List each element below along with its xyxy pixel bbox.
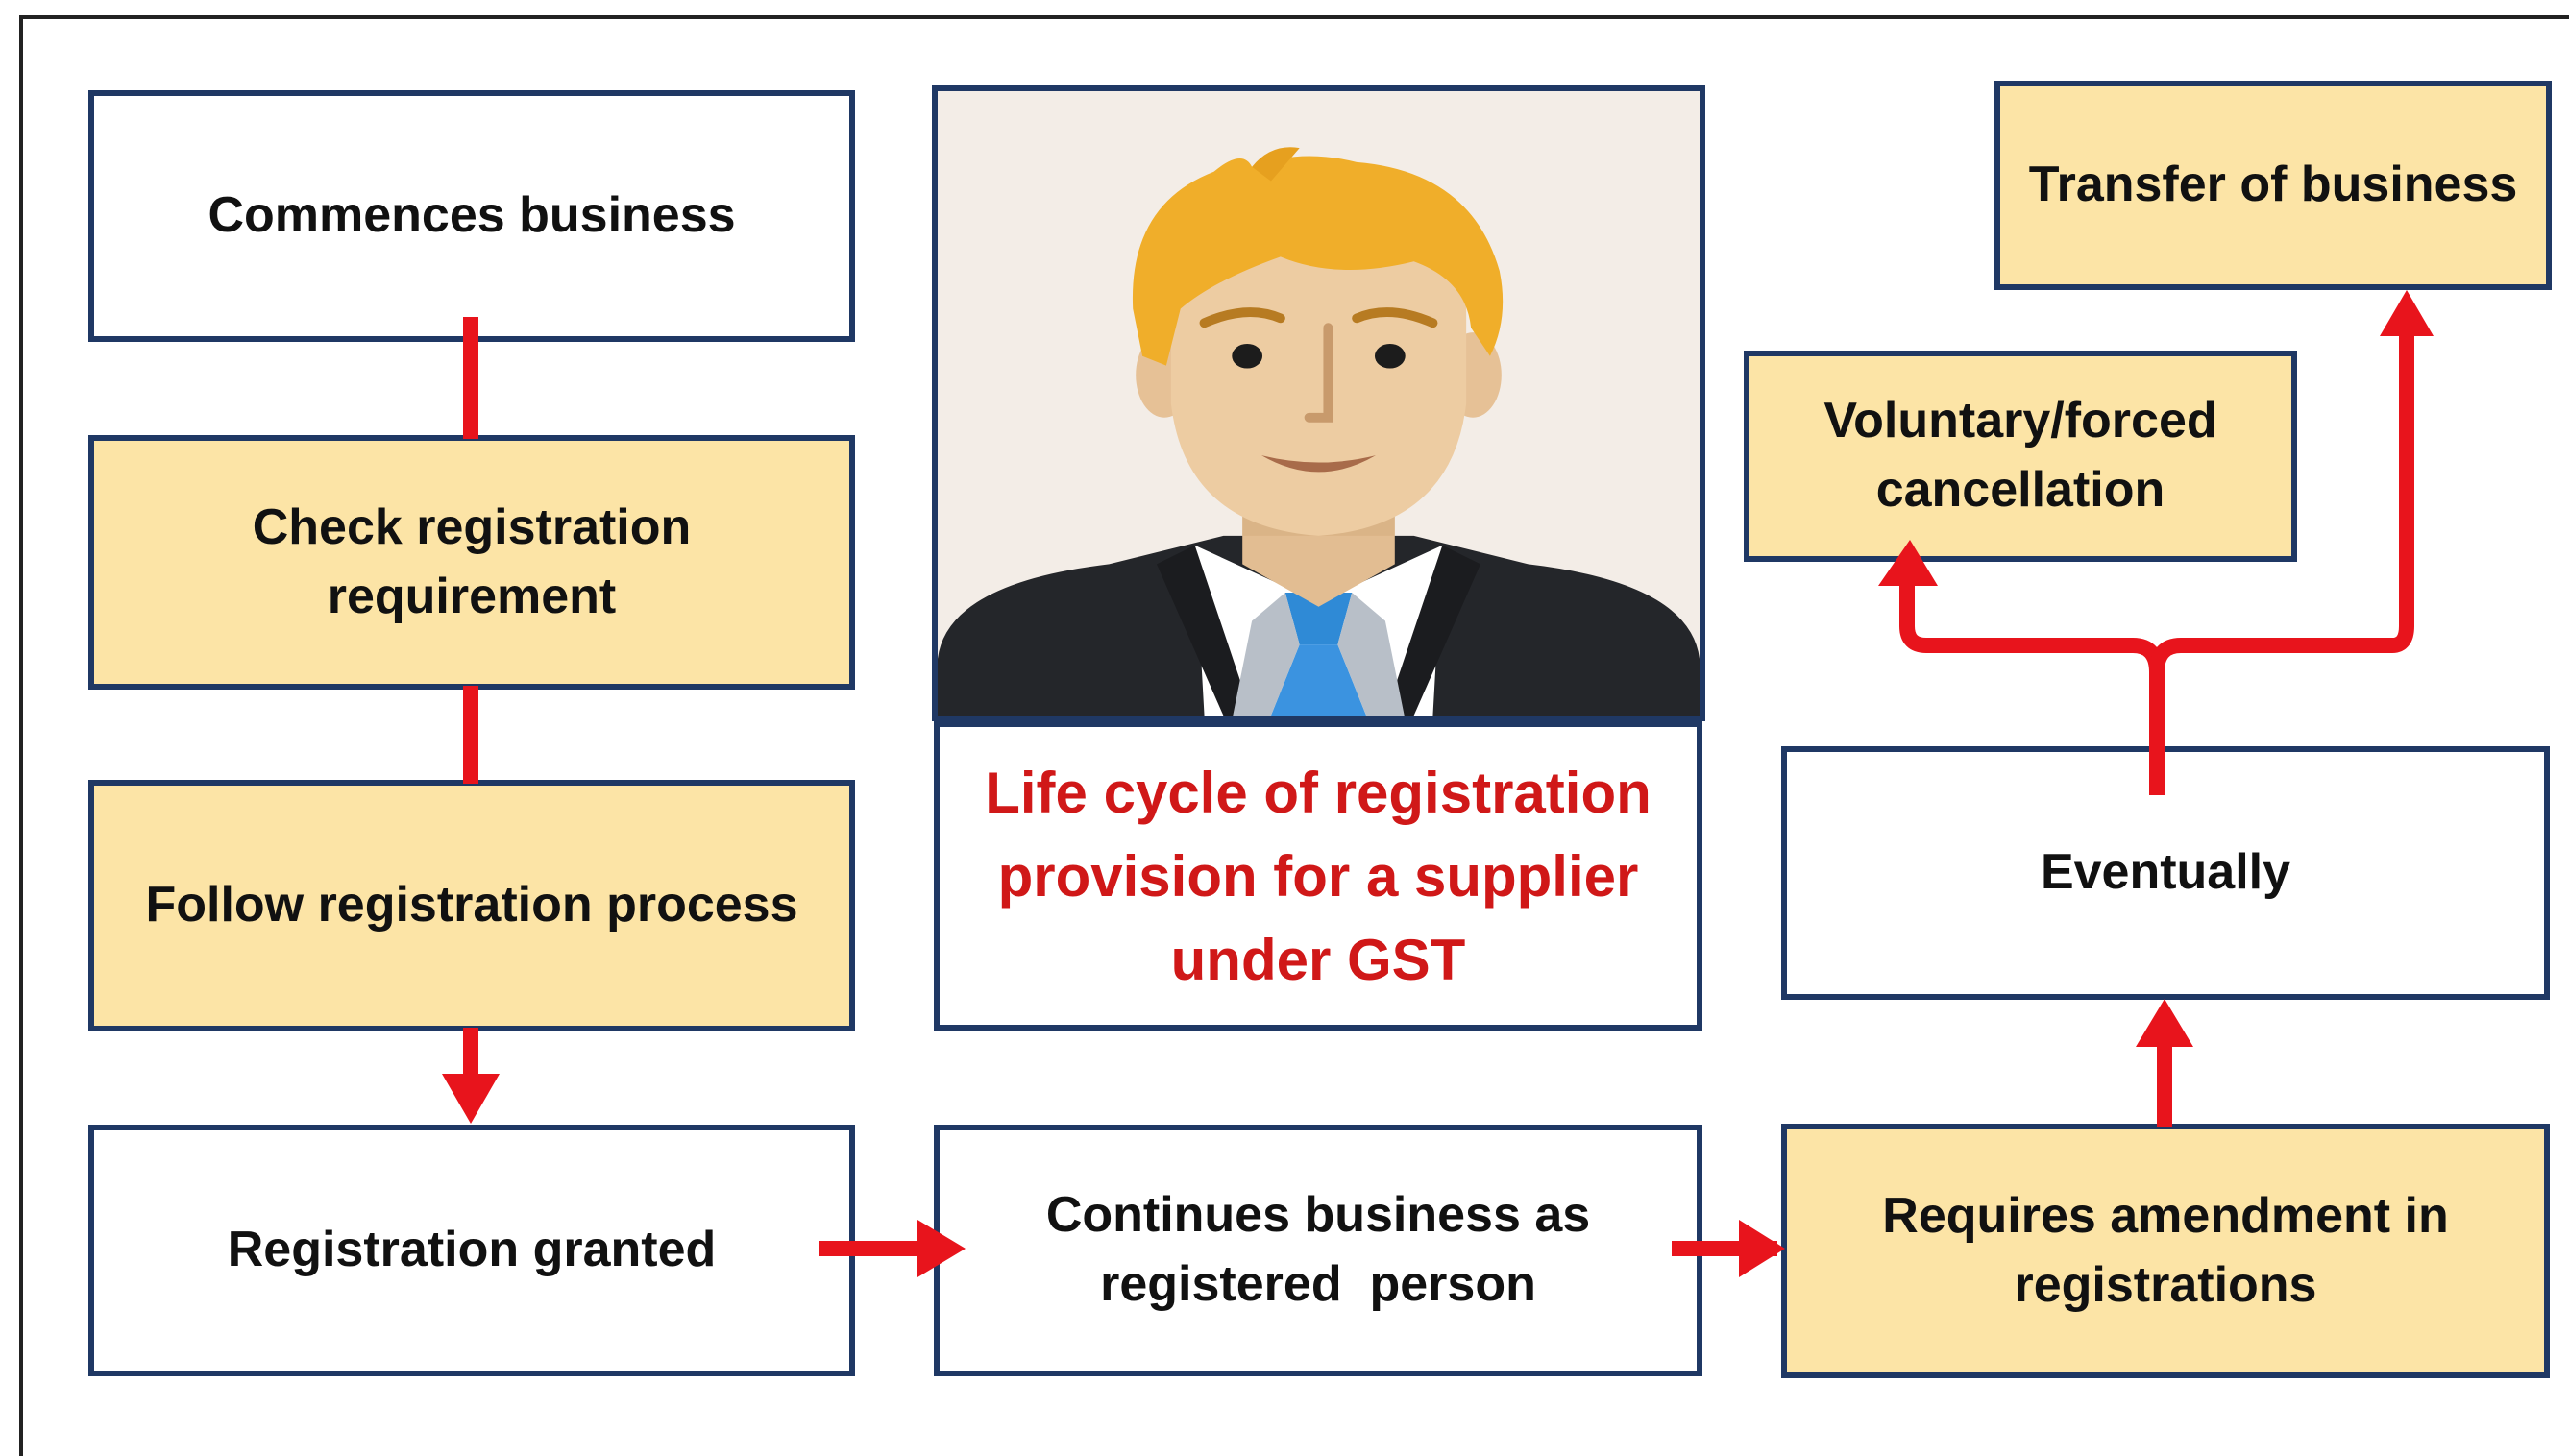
registration-granted-label: Registration granted	[227, 1222, 717, 1278]
registration-granted-box: Registration granted	[88, 1125, 855, 1376]
check-registration-box: Check registration requirement	[88, 435, 855, 690]
requires-amendment-label: Requires amendment in registrations	[1882, 1182, 2448, 1321]
continues-business-box: Continues business as registered person	[934, 1125, 1702, 1376]
requires-amendment-line1: Requires amendment in	[1882, 1187, 2449, 1244]
transfer-of-business-box: Transfer of business	[1994, 81, 2552, 290]
diagram-frame	[19, 15, 2569, 1456]
commences-business-label: Commences business	[208, 187, 736, 244]
title-box: Life cycle of registration provision for…	[934, 721, 1702, 1031]
eventually-box: Eventually	[1781, 746, 2550, 1000]
transfer-of-business-label: Transfer of business	[2028, 157, 2518, 213]
cancellation-label: Voluntary/forced cancellation	[1823, 387, 2216, 525]
check-registration-line1: Check registration	[252, 498, 692, 555]
businessman-illustration	[932, 85, 1705, 721]
cancellation-line2: cancellation	[1875, 462, 2165, 518]
check-registration-label: Check registration requirement	[253, 494, 692, 632]
requires-amendment-line2: registrations	[2014, 1256, 2317, 1313]
continues-business-line1: Continues business as	[1045, 1187, 1591, 1244]
title-line1: Life cycle of registration	[985, 760, 1652, 825]
title-line2: provision for a supplier	[997, 843, 1639, 909]
businessman-avatar-icon	[938, 91, 1700, 716]
diagram-title: Life cycle of registration provision for…	[985, 751, 1652, 1002]
eventually-label: Eventually	[2040, 844, 2291, 901]
cancellation-box: Voluntary/forced cancellation	[1744, 351, 2297, 562]
check-registration-line2: requirement	[327, 568, 617, 624]
follow-registration-label: Follow registration process	[145, 877, 798, 934]
continues-business-label: Continues business as registered person	[1046, 1181, 1590, 1320]
requires-amendment-box: Requires amendment in registrations	[1781, 1124, 2550, 1378]
follow-registration-box: Follow registration process	[88, 780, 855, 1031]
title-line3: under GST	[1170, 927, 1466, 992]
continues-business-line2: registered person	[1100, 1256, 1536, 1312]
commences-business-box: Commences business	[88, 90, 855, 342]
cancellation-line1: Voluntary/forced	[1823, 393, 2217, 449]
